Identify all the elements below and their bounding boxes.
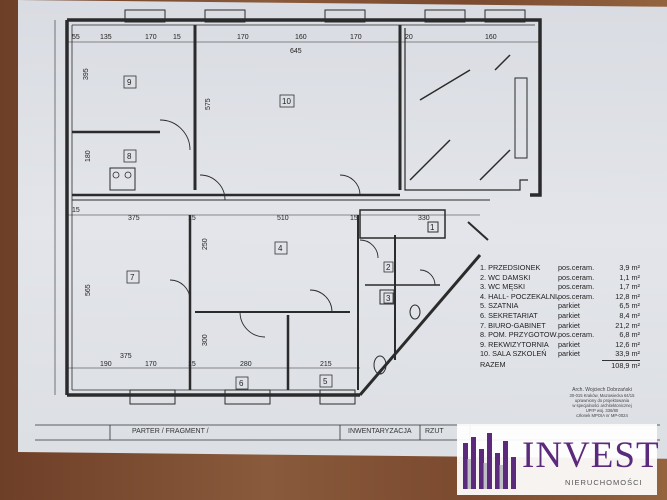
logo-tagline: NIERUCHOMOŚCI bbox=[565, 478, 643, 487]
kitchen-counter bbox=[109, 167, 136, 191]
window-row-top bbox=[124, 9, 526, 23]
dimension-label: 170 bbox=[237, 34, 249, 41]
legend-row: 8. POM. PRZYGOTOW.pos.ceram.6,8 m² bbox=[480, 330, 640, 340]
dimension-label: 330 bbox=[418, 215, 430, 222]
logo-building-icon bbox=[463, 433, 516, 489]
dimension-label: 15 bbox=[188, 361, 196, 368]
stamp-line: uprawniony do projektowania bbox=[574, 398, 630, 403]
room-label-9: 9 bbox=[127, 78, 132, 87]
door-swings bbox=[159, 119, 436, 338]
vestibule-box bbox=[359, 209, 446, 239]
outer-wall bbox=[67, 18, 542, 197]
title-phase: INWENTARYZACJA bbox=[348, 428, 412, 435]
dimension-label: 375 bbox=[120, 353, 132, 360]
stamp-line: 30-015 Kraków, Mazowiecka 64/15 bbox=[569, 393, 635, 398]
room-label-3: 3 bbox=[386, 294, 391, 303]
room-label-7: 7 bbox=[130, 273, 135, 282]
legend-total-row: RAZEM 108,9 m² bbox=[480, 359, 650, 371]
dimension-label: 300 bbox=[202, 334, 209, 346]
dimension-label: 190 bbox=[100, 361, 112, 368]
stamp-line: członek MPOIA nr MP-0024 bbox=[576, 413, 628, 418]
dimension-label: 215 bbox=[320, 361, 332, 368]
room-label-6: 6 bbox=[239, 379, 244, 388]
dimension-label: 280 bbox=[240, 361, 252, 368]
architect-stamp: Arch. Wojciech Dobrzański 30-015 Kraków,… bbox=[556, 387, 648, 419]
diagonal-wall bbox=[358, 254, 482, 396]
dimension-label: 160 bbox=[295, 34, 307, 41]
dimension-label: 135 bbox=[100, 34, 112, 41]
logo-brand-text: INVEST bbox=[522, 435, 660, 476]
outer-wall-right bbox=[467, 221, 489, 241]
dimension-label: 180 bbox=[85, 150, 92, 162]
dimension-label: 395 bbox=[83, 68, 90, 80]
dimension-label: 15 bbox=[350, 215, 358, 222]
dimension-label: 250 bbox=[202, 238, 209, 250]
legend-total-area: 108,9 m² bbox=[602, 359, 640, 371]
dimension-label: 575 bbox=[205, 98, 212, 110]
legend-total-label: RAZEM bbox=[480, 359, 506, 369]
invest-logo-watermark: INVEST NIERUCHOMOŚCI bbox=[457, 424, 660, 495]
room-label-10: 10 bbox=[282, 97, 291, 106]
window-row-bottom bbox=[129, 389, 356, 405]
room-label-5: 5 bbox=[323, 377, 328, 386]
dimension-label: 170 bbox=[145, 34, 157, 41]
room-label-2: 2 bbox=[386, 263, 391, 272]
dimension-label: 170 bbox=[145, 361, 157, 368]
dimension-label: 160 bbox=[485, 34, 497, 41]
title-type: RZUT bbox=[425, 428, 444, 435]
dimension-label: 565 bbox=[85, 284, 92, 296]
room-label-1: 1 bbox=[430, 223, 435, 232]
dimension-label: 15 bbox=[72, 207, 80, 214]
stamp-title: Arch. Wojciech Dobrzański bbox=[572, 387, 632, 393]
room-label-4: 4 bbox=[278, 244, 283, 253]
dimension-label: 15 bbox=[188, 215, 196, 222]
dimension-label: 170 bbox=[350, 34, 362, 41]
dimension-label: 375 bbox=[128, 215, 140, 222]
title-sheet: PARTER / FRAGMENT / bbox=[132, 428, 209, 435]
dimension-label: 20 bbox=[405, 34, 413, 41]
room-label-8: 8 bbox=[127, 152, 132, 161]
dimension-label: 645 bbox=[290, 48, 302, 55]
toilet-fixture bbox=[373, 355, 387, 375]
stamp-line: w specjalności architektonicznej bbox=[572, 403, 632, 408]
stamp-line: UPrP woj. 336/80 bbox=[585, 408, 619, 413]
dimension-label: 510 bbox=[277, 215, 289, 222]
dimension-label: 15 bbox=[173, 34, 181, 41]
dimension-label: 55 bbox=[72, 34, 80, 41]
